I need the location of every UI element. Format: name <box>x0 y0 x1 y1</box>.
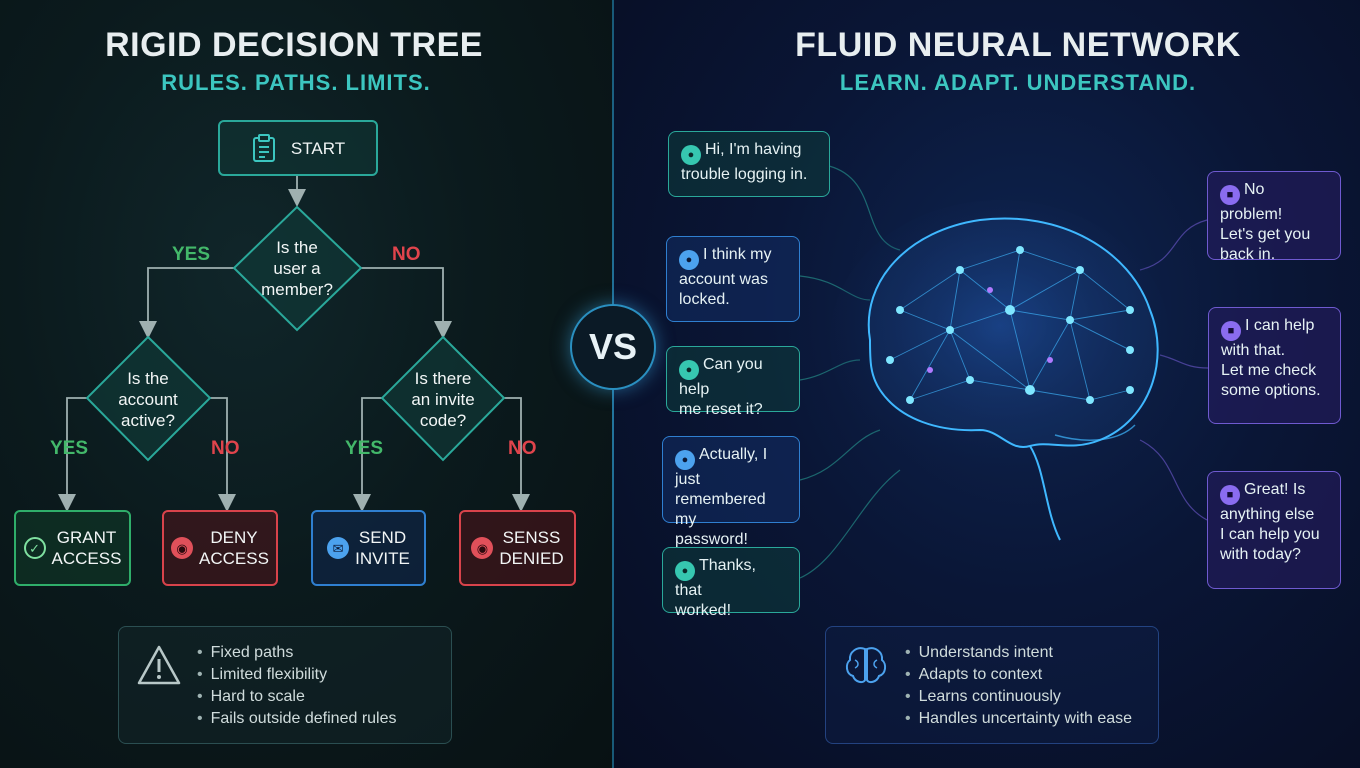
yes-label-member: YES <box>172 244 211 265</box>
left-title: RIGID DECISION TREE <box>105 26 483 64</box>
bot2-line2: with that. <box>1221 342 1286 359</box>
q2-line1: Is the <box>127 368 169 388</box>
right-subtitle: LEARN. ADAPT. UNDERSTAND. <box>839 70 1197 95</box>
bot2-line4: some options. <box>1221 382 1321 399</box>
left-subtitle: RULES. PATHS. LIMITS. <box>161 70 431 95</box>
q3-line2: an invite <box>411 389 475 409</box>
bot-message-2: ■I can help with that. Let me check some op… <box>1208 307 1341 424</box>
msg4-line3: password! <box>675 531 748 548</box>
q1-line2: user a <box>273 258 321 278</box>
bot3-line2: anything else <box>1220 506 1315 523</box>
q2-line2: account <box>118 389 178 409</box>
user-avatar-icon: ● <box>675 450 695 470</box>
list-item: Handles uncertainty with ease <box>905 708 1132 730</box>
mail-icon: ✉ <box>327 537 350 559</box>
user-avatar-icon: ● <box>681 145 701 165</box>
msg1-line2: trouble logging in. <box>681 166 808 183</box>
msg5-line2: worked! <box>675 602 732 619</box>
warning-triangle-icon <box>137 645 181 685</box>
invite-line2: INVITE <box>355 549 410 568</box>
bot1-line1: No problem! <box>1220 181 1283 223</box>
start-label: START <box>290 138 346 158</box>
check-circle-icon: ✓ <box>23 537 46 559</box>
yes-label-active: YES <box>50 438 89 459</box>
user-avatar-icon: ● <box>679 250 699 270</box>
msg4-line2: remembered my <box>675 491 766 528</box>
user-message-2: ●I think my account was locked. <box>666 236 800 322</box>
bot2-line3: Let me check <box>1221 362 1317 379</box>
user-avatar-icon: ● <box>679 360 699 380</box>
msg5-line1: Thanks, that <box>675 557 756 599</box>
bot-avatar-icon: ■ <box>1220 485 1240 505</box>
brain-icon <box>830 200 1170 541</box>
msg4-line1: Actually, I just <box>675 446 768 488</box>
user-message-5: ●Thanks, that worked! <box>662 547 800 619</box>
lock-icon: ◉ <box>471 537 494 559</box>
msg3-line2: me reset it? <box>679 401 763 418</box>
bot3-line3: I can help you <box>1220 526 1320 543</box>
q1-line3: member? <box>261 279 333 299</box>
denied-line2: DENIED <box>499 549 564 568</box>
bot3-line1: Great! Is <box>1244 481 1306 498</box>
yes-label-invite: YES <box>345 438 384 459</box>
denied-line1: SENSS <box>502 528 561 547</box>
deny-line1: DENY <box>210 528 258 547</box>
limitations-list: Fixed paths Limited flexibility Hard to … <box>197 642 397 730</box>
msg1-line1: Hi, I'm having <box>705 141 802 158</box>
right-title: FLUID NEURAL NETWORK <box>795 26 1241 64</box>
user-message-3: ●Can you help me reset it? <box>666 346 800 418</box>
bot1-line2: Let's get you <box>1220 226 1311 243</box>
list-item: Limited flexibility <box>197 664 397 686</box>
msg2-line1: I think my <box>703 246 772 263</box>
invite-line1: SEND <box>358 528 407 547</box>
no-label-active: NO <box>211 438 240 459</box>
deny-access-node: ◉ DENY ACCESS <box>162 510 278 586</box>
list-item: Hard to scale <box>197 686 397 708</box>
msg2-line2: account was <box>679 271 768 288</box>
start-node: START <box>218 120 378 176</box>
grant-access-node: ✓ GRANT ACCESS <box>14 510 131 586</box>
no-label-invite: NO <box>508 438 537 459</box>
send-invite-node: ✉ SEND INVITE <box>311 510 426 586</box>
strengths-list: Understands intent Adapts to context Lea… <box>905 642 1132 730</box>
q1-line1: Is the <box>276 237 318 257</box>
list-item: Fails outside defined rules <box>197 708 397 730</box>
bot-message-1: ■No problem! Let's get you back in. <box>1207 171 1341 263</box>
deny-line2: ACCESS <box>199 549 269 568</box>
list-item: Learns continuously <box>905 686 1132 708</box>
bot-avatar-icon: ■ <box>1220 185 1240 205</box>
list-item: Fixed paths <box>197 642 397 664</box>
bot1-line3: back in. <box>1220 246 1276 263</box>
clipboard-icon <box>252 134 275 162</box>
list-item: Adapts to context <box>905 664 1132 686</box>
no-label-member: NO <box>392 244 421 265</box>
list-item: Understands intent <box>905 642 1132 664</box>
q3-line1: Is there <box>414 368 472 388</box>
bot2-line1: I can help <box>1245 317 1315 334</box>
vs-badge: VS <box>570 304 656 390</box>
user-message-1: ●Hi, I'm having trouble logging in. <box>668 131 830 197</box>
bot-message-3: ■Great! Is anything else I can help you wit… <box>1207 471 1341 589</box>
brain-icon <box>845 647 887 684</box>
msg3-line1: Can you help <box>679 356 763 398</box>
grant-line2: ACCESS <box>51 549 122 568</box>
grant-line1: GRANT <box>56 528 117 547</box>
bot-avatar-icon: ■ <box>1221 321 1241 341</box>
bot3-line4: with today? <box>1220 546 1301 563</box>
denied-node: ◉ SENSS DENIED <box>459 510 576 586</box>
msg2-line3: locked. <box>679 291 730 308</box>
q3-line3: code? <box>419 410 467 430</box>
user-avatar-icon: ● <box>675 561 695 581</box>
lock-icon: ◉ <box>171 537 194 559</box>
q2-line3: active? <box>121 410 175 430</box>
